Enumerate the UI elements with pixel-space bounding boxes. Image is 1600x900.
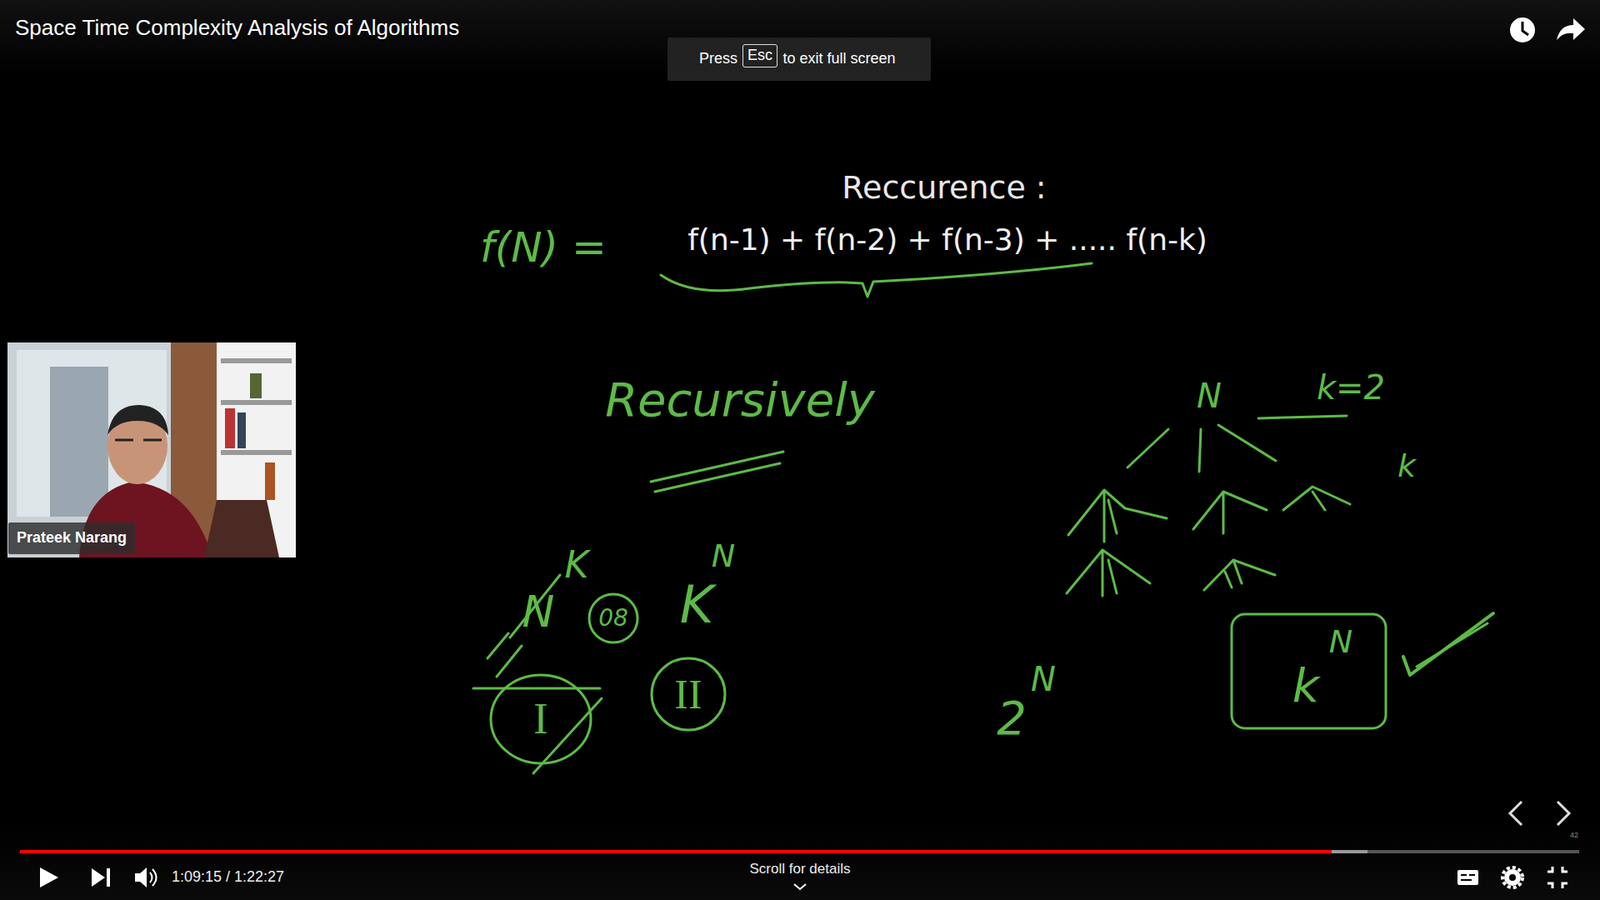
shelf <box>220 358 292 364</box>
handwritten-note: f(N) = <box>480 225 607 271</box>
subtree <box>1283 486 1350 510</box>
node-text: Prateek Narang <box>16 530 127 547</box>
tree-branch <box>1199 429 1201 472</box>
subtree <box>1066 550 1150 596</box>
tree-branch <box>1218 425 1276 461</box>
volume-icon <box>135 867 147 888</box>
door <box>50 366 109 517</box>
webcam-picture <box>7 342 296 558</box>
settings-gear <box>1504 869 1521 886</box>
watch-later-icon <box>1510 17 1535 43</box>
exponent: N <box>711 539 735 575</box>
book <box>250 373 262 399</box>
toast-panel <box>667 37 931 81</box>
tree-branch <box>1127 429 1169 468</box>
subtree <box>1068 490 1167 542</box>
handwritten-note: k=2 <box>1316 369 1385 406</box>
node-text: N <box>1329 625 1353 660</box>
underline <box>655 463 780 492</box>
exponent: N <box>1030 660 1056 698</box>
toast-text: to exit full screen <box>782 50 895 68</box>
slide-number: 42 <box>1570 831 1579 840</box>
hatch-line <box>487 633 509 659</box>
circle-outline <box>651 658 725 730</box>
clock-hands <box>1522 21 1529 35</box>
handwritten-letter: K <box>680 576 715 634</box>
recurrence-formula: f(n-1) + f(n-2) + f(n-3) + ..... f(n-k) <box>687 223 1208 257</box>
time-display: 1:09:15 / 1:22:27 <box>171 869 285 886</box>
circle-outline <box>490 675 591 764</box>
hatch-line <box>496 645 522 677</box>
scribble-line <box>473 687 600 690</box>
handwritten-letter: k <box>1397 449 1416 485</box>
handwritten-number: 2 <box>996 692 1027 745</box>
check-mark <box>1403 613 1494 675</box>
tree-root: N <box>1196 377 1222 415</box>
circled-number: 08 <box>587 592 640 645</box>
handwritten-letter: K <box>565 545 590 585</box>
node-text: II <box>674 671 702 718</box>
book <box>237 412 246 449</box>
progress-played <box>20 850 1332 854</box>
circle-outline <box>589 594 638 643</box>
video-title: Space Time Complexity Analysis of Algori… <box>15 15 460 41</box>
next-button <box>91 868 110 887</box>
fullscreen-exit-icon <box>1547 866 1568 889</box>
node-text: Esc <box>747 47 773 65</box>
share-icon <box>1556 18 1585 40</box>
hatch-line <box>510 575 560 638</box>
shelf <box>220 400 292 405</box>
next-arrow <box>1557 801 1570 825</box>
book <box>225 408 235 449</box>
keyboard-key: Esc <box>742 44 778 68</box>
node-text: 08 <box>598 605 629 632</box>
chair <box>204 500 280 558</box>
slide-heading: Reccurence : <box>841 170 1046 206</box>
handwriting <box>473 263 1494 774</box>
person-hair <box>107 405 169 435</box>
circled-numeral: II <box>650 656 727 732</box>
shelf <box>220 450 292 455</box>
book <box>265 462 275 500</box>
progress-buffered <box>20 850 1368 854</box>
scroll-hint: Scroll for details <box>750 861 851 878</box>
name-tag: Prateek Narang <box>8 522 135 555</box>
captions-icon <box>1457 870 1479 885</box>
scroll-chevron <box>794 884 806 890</box>
play-button <box>40 867 59 888</box>
gear-hole <box>1509 874 1516 881</box>
subtree <box>1193 491 1267 534</box>
box-outline <box>1231 614 1386 729</box>
progress-track <box>20 850 1580 854</box>
subtree <box>1204 560 1275 590</box>
boxed-answer: kN <box>1230 612 1388 730</box>
handwritten-note: Recursively <box>605 374 875 426</box>
circled-numeral: I <box>489 673 593 765</box>
glasses <box>115 439 162 442</box>
curly-brace <box>660 263 1092 297</box>
underline <box>1258 415 1347 419</box>
clock-face <box>1510 17 1535 43</box>
node-text: k <box>1292 660 1320 712</box>
prev-arrow <box>1510 801 1522 825</box>
webcam-wall <box>7 342 296 558</box>
volume-waves <box>150 869 157 886</box>
crossed-letter: N <box>522 588 555 636</box>
toast-text: Press <box>699 50 738 68</box>
node-text: I <box>533 695 548 743</box>
check-mark <box>1416 623 1488 667</box>
captions-lines <box>1460 875 1475 880</box>
gear-teeth <box>1502 867 1523 888</box>
bottom-bar <box>0 825 1600 900</box>
